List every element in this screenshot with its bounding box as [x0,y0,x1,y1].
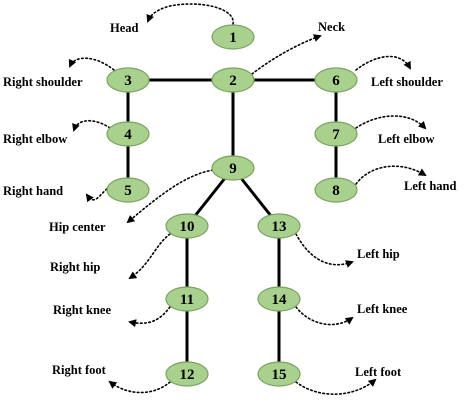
joint-12: 12 [165,361,209,387]
joint-number-4: 4 [124,127,132,143]
leader-line-9 [126,169,214,224]
joint-label-2: Neck [318,20,345,34]
joint-number-14: 14 [272,292,288,308]
joint-13: 13 [257,213,301,239]
joint-node-3 [106,67,150,93]
leader-line-6 [355,55,411,71]
joint-number-2: 2 [229,73,237,89]
bones-layer [126,78,338,374]
leader-line-10 [128,233,171,280]
leader-line-12 [108,380,171,394]
joint-number-6: 6 [332,73,340,89]
leader-line-8 [355,165,427,185]
joint-number-15: 15 [272,367,287,383]
leader-line-11 [128,306,171,328]
joint-node-4 [106,121,150,147]
joint-node-13 [257,213,301,239]
joint-label-14: Left knee [357,302,408,316]
leader-line-14 [295,306,354,326]
joint-number-12: 12 [180,367,195,383]
joint-3: 3 [106,67,150,93]
joint-node-14 [257,286,301,312]
joint-number-10: 10 [180,219,195,235]
joint-5: 5 [106,177,150,203]
joint-number-11: 11 [180,292,194,308]
leader-line-3 [68,57,115,71]
joint-label-9: Hip center [49,220,106,234]
joint-2: 2 [211,67,255,93]
joint-label-1: Head [110,21,139,35]
joint-node-12 [165,361,209,387]
joint-node-11 [165,286,209,312]
joint-1: 1 [211,24,255,50]
joint-8: 8 [314,177,358,203]
joint-6: 6 [314,67,358,93]
leader-line-7 [355,115,427,130]
joint-node-10 [165,213,209,239]
joint-4: 4 [106,121,150,147]
joint-11: 11 [165,286,209,312]
joint-node-15 [257,361,301,387]
joint-number-7: 7 [332,127,340,143]
joint-15: 15 [257,361,301,387]
joint-label-6: Left shoulder [371,75,443,89]
joint-node-5 [106,177,150,203]
joint-label-3: Right shoulder [3,75,83,89]
joint-node-8 [314,177,358,203]
joint-label-10: Right hip [50,260,100,274]
joint-number-3: 3 [124,73,132,89]
joint-number-1: 1 [229,30,237,46]
joint-label-8: Left hand [404,179,456,193]
joint-label-13: Left hip [357,247,400,261]
joint-label-12: Right foot [52,363,107,377]
leader-line-13 [295,233,354,268]
joint-node-2 [211,67,255,93]
joint-number-13: 13 [272,219,287,235]
joint-10: 10 [165,213,209,239]
joint-7: 7 [314,121,358,147]
joint-label-7: Left elbow [378,132,435,146]
joint-node-6 [314,67,358,93]
joint-label-11: Right knee [53,303,111,317]
leader-line-2 [251,34,322,75]
leader-line-1 [146,3,234,25]
joint-node-1 [211,24,255,50]
leader-line-5 [85,185,111,203]
leader-line-15 [295,378,377,395]
joint-node-9 [211,155,255,181]
leader-lines-layer [68,3,427,395]
joint-label-4: Right elbow [3,132,67,146]
joint-14: 14 [257,286,301,312]
joint-number-5: 5 [124,183,132,199]
leader-line-4 [72,119,111,132]
joint-9: 9 [211,155,255,181]
joint-number-9: 9 [229,161,237,177]
joint-label-15: Left foot [355,365,402,379]
joint-node-7 [314,121,358,147]
joint-number-8: 8 [332,183,340,199]
joint-label-5: Right hand [3,184,63,198]
